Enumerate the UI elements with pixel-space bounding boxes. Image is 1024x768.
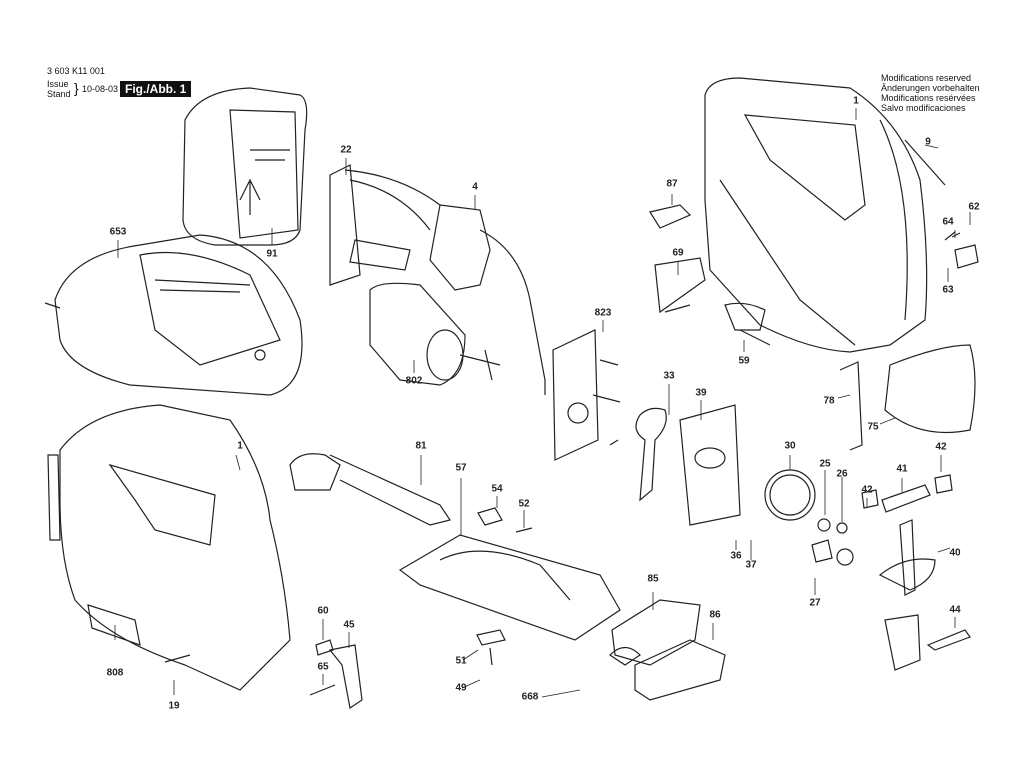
- part-label-91: 91: [266, 248, 278, 260]
- part-label-69: 69: [672, 247, 684, 259]
- base-insert-drawing: [611, 599, 726, 701]
- part-label-1-left: 1: [237, 440, 243, 452]
- issue-date: 10-08-03: [82, 84, 119, 94]
- motor-switch-drawing: [329, 164, 546, 395]
- gear-train-drawing: [764, 469, 971, 671]
- leader-lines: [114, 108, 971, 698]
- part-label-30: 30: [784, 440, 796, 452]
- part-label-39: 39: [695, 387, 707, 399]
- part-label-27: 27: [809, 597, 821, 609]
- part-label-64: 64: [942, 216, 954, 228]
- part-label-62: 62: [968, 201, 980, 213]
- part-label-802: 802: [405, 375, 423, 387]
- part-label-823: 823: [594, 307, 612, 319]
- part-label-63: 63: [942, 284, 954, 296]
- note-es: Salvo modificaciones: [881, 103, 966, 113]
- part-label-26: 26: [836, 468, 848, 480]
- part-label-42-top: 42: [935, 441, 947, 453]
- stand-label: Stand: [47, 89, 71, 99]
- part-label-33: 33: [663, 370, 675, 382]
- part-label-40: 40: [949, 547, 961, 559]
- part-label-44: 44: [949, 604, 961, 616]
- charger-drawing: [44, 234, 303, 396]
- base-assembly-drawing: [289, 453, 641, 666]
- part-label-57: 57: [455, 462, 467, 474]
- part-label-85: 85: [647, 573, 659, 585]
- small-parts-right-drawing: [649, 139, 979, 451]
- note-en: Modifications reserved: [881, 73, 972, 83]
- housing-left-drawing: [47, 404, 291, 691]
- part-label-78: 78: [823, 395, 835, 407]
- note-fr: Modifications resérvées: [881, 93, 976, 103]
- part-label-59: 59: [738, 355, 750, 367]
- part-label-45: 45: [343, 619, 355, 631]
- part-label-87: 87: [666, 178, 678, 190]
- part-label-75: 75: [867, 421, 879, 433]
- part-label-9: 9: [925, 136, 931, 148]
- part-label-25: 25: [819, 458, 831, 470]
- part-label-51: 51: [455, 655, 467, 667]
- part-label-1-right: 1: [853, 95, 859, 107]
- part-label-37: 37: [745, 559, 757, 571]
- part-label-19: 19: [168, 700, 180, 712]
- part-label-653: 653: [109, 226, 127, 238]
- housing-right-drawing: [704, 77, 928, 353]
- issue-label: Issue: [47, 79, 69, 89]
- part-label-52: 52: [518, 498, 530, 510]
- part-label-49: 49: [455, 682, 467, 694]
- part-label-22: 22: [340, 144, 352, 156]
- figure-label: Fig./Abb. 1: [120, 81, 192, 97]
- part-label-81: 81: [415, 440, 427, 452]
- mechanism-plates-drawing: [552, 329, 741, 526]
- part-label-60: 60: [317, 605, 329, 617]
- part-label-808: 808: [106, 667, 124, 679]
- part-label-36: 36: [730, 550, 742, 562]
- part-label-65: 65: [317, 661, 329, 673]
- battery-pack-drawing: [182, 87, 308, 246]
- part-label-4: 4: [472, 181, 478, 193]
- small-parts-bottom-left-drawing: [309, 639, 363, 710]
- part-label-42: 42: [861, 484, 873, 496]
- part-label-54: 54: [491, 483, 503, 495]
- modifications-notice: Modifications reserved Änderungen vorbeh…: [881, 73, 980, 113]
- part-label-86: 86: [709, 609, 721, 621]
- part-label-668: 668: [521, 691, 539, 703]
- brace: }: [74, 80, 79, 96]
- note-de: Änderungen vorbehalten: [881, 83, 980, 93]
- document-number: 3 603 K11 001: [47, 66, 105, 76]
- part-label-41: 41: [896, 463, 908, 475]
